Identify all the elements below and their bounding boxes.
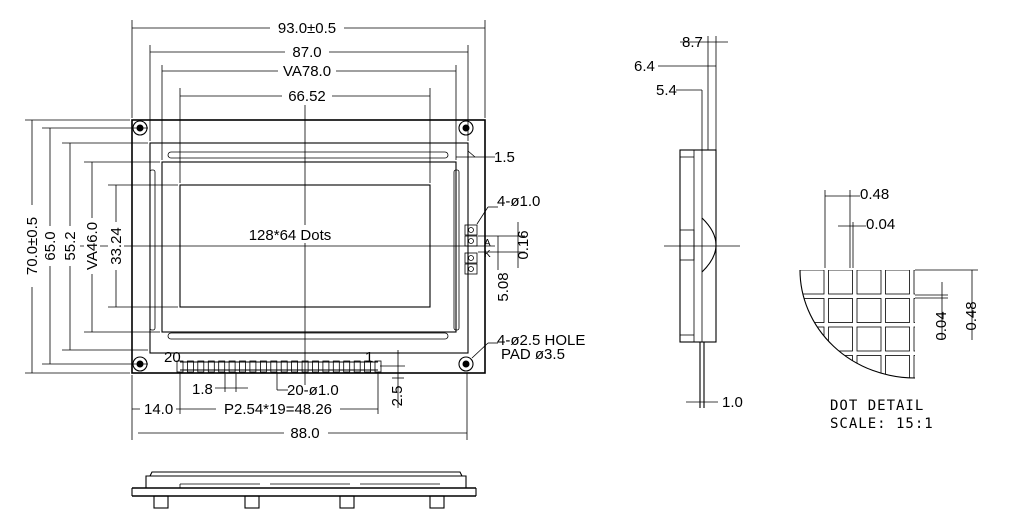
dot-cell — [800, 355, 825, 378]
mount-holes: 4-ø2.5 HOLE — [497, 332, 585, 349]
dot-gap: 0.04 — [866, 216, 895, 233]
dot-cell — [856, 355, 882, 378]
side-dim-b: 5.4 — [656, 82, 677, 99]
dot-grid — [799, 269, 916, 408]
dot-pitch: 0.48 — [860, 186, 889, 203]
side-view: 8.7 6.4 5.4 1.0 — [634, 34, 743, 411]
dot-detail: 0.48 0.04 0.04 0.48 DOT DETAIL SCALE: 15… — [799, 186, 980, 432]
mount-pad: PAD ø3.5 — [501, 346, 565, 363]
dot-cell — [828, 326, 853, 352]
pin-pad — [332, 360, 340, 373]
dot-cell — [885, 270, 910, 295]
dot-cell — [800, 384, 824, 408]
side-dim-a: 6.4 — [634, 58, 655, 75]
side-dim-pin: 1.0 — [722, 394, 743, 411]
detail-title: DOT DETAIL — [830, 398, 924, 414]
pin-holes: 20-ø1.0 — [287, 382, 339, 399]
pin-first: 20 — [164, 349, 181, 366]
dot-cell — [856, 298, 882, 323]
dim-height-bezel: 65.0 — [42, 231, 59, 260]
pin-pitch-total: P2.54*19=48.26 — [224, 401, 332, 418]
dot-cell — [913, 355, 915, 378]
dot-gap-v: 0.04 — [933, 311, 950, 340]
pcb-outline — [131, 119, 486, 374]
dot-cell — [913, 270, 915, 295]
dim-height-overall: 70.0±0.5 — [24, 217, 41, 275]
dim-bezel-edge: 1.5 — [494, 149, 515, 166]
bezel-left-slot — [149, 169, 156, 331]
led-offset: 5.08 — [495, 272, 512, 301]
dim-width-bezel: 87.0 — [292, 44, 321, 61]
led-pitch: 0.16 — [515, 230, 532, 259]
led-anode: A — [484, 238, 491, 249]
dim-height-va-outer: 55.2 — [62, 231, 79, 260]
mount-hole-tr — [458, 120, 474, 136]
pin-pad — [353, 360, 361, 373]
dim-width-va: VA78.0 — [283, 63, 331, 80]
pin-pad — [343, 360, 351, 373]
bezel-outline — [149, 142, 469, 354]
pin-pitch-small: 1.8 — [192, 381, 213, 398]
led-pads — [464, 224, 478, 275]
pin-pad — [259, 360, 267, 373]
pin-pad — [291, 360, 299, 373]
dot-cell — [913, 298, 915, 323]
pin-pad — [218, 360, 226, 373]
dim-width-aa: 66.52 — [288, 88, 326, 105]
led-cathode: K — [484, 249, 491, 260]
dot-cell — [800, 270, 825, 295]
pin-pad — [312, 360, 319, 373]
viewing-area — [161, 161, 457, 333]
detail-scale: SCALE: 15:1 — [830, 416, 934, 432]
dot-cell — [885, 326, 910, 352]
dot-cell — [828, 355, 853, 378]
dim-height-aa: 33.24 — [108, 227, 125, 265]
dot-cell — [856, 326, 882, 352]
pin-offset: 2.5 — [389, 386, 406, 407]
pin-pad — [186, 360, 194, 373]
pin-left-offset: 14.0 — [144, 401, 173, 418]
front-view: 93.0±0.5 87.0 VA78.0 66.52 70.0±0.5 65.0 — [24, 20, 585, 442]
pin-row — [176, 360, 382, 373]
pin-pad — [239, 360, 246, 373]
pin-pad — [228, 360, 236, 373]
dim-height-va: VA46.0 — [84, 222, 101, 270]
dot-cell — [856, 270, 882, 295]
led-holes: 4-ø1.0 — [497, 193, 540, 210]
pin-pad — [207, 360, 215, 373]
dot-cell — [828, 270, 853, 295]
side-dim-total: 8.7 — [682, 34, 703, 51]
bezel-top-strip — [167, 151, 449, 159]
dots-label: 128*64 Dots — [249, 227, 332, 244]
dot-cell — [885, 355, 910, 378]
pin-last: 1 — [365, 349, 373, 366]
mount-hole-br — [458, 356, 474, 372]
bottom-view — [131, 471, 477, 509]
pcb-width: 88.0 — [290, 425, 319, 442]
pin-pad — [249, 360, 257, 373]
dot-cell — [885, 298, 910, 323]
dot-pitch-v: 0.48 — [963, 301, 980, 330]
dot-cell — [828, 298, 853, 323]
pin-pad — [301, 360, 309, 373]
pin-pad — [197, 360, 205, 373]
pin-pad — [322, 360, 330, 373]
pin-pad — [364, 360, 372, 373]
pin-pad — [270, 360, 278, 373]
pin-pad — [280, 360, 288, 373]
bezel-bottom-strip — [167, 332, 449, 340]
dot-cell — [913, 326, 915, 352]
dim-width-overall: 93.0±0.5 — [278, 20, 336, 37]
